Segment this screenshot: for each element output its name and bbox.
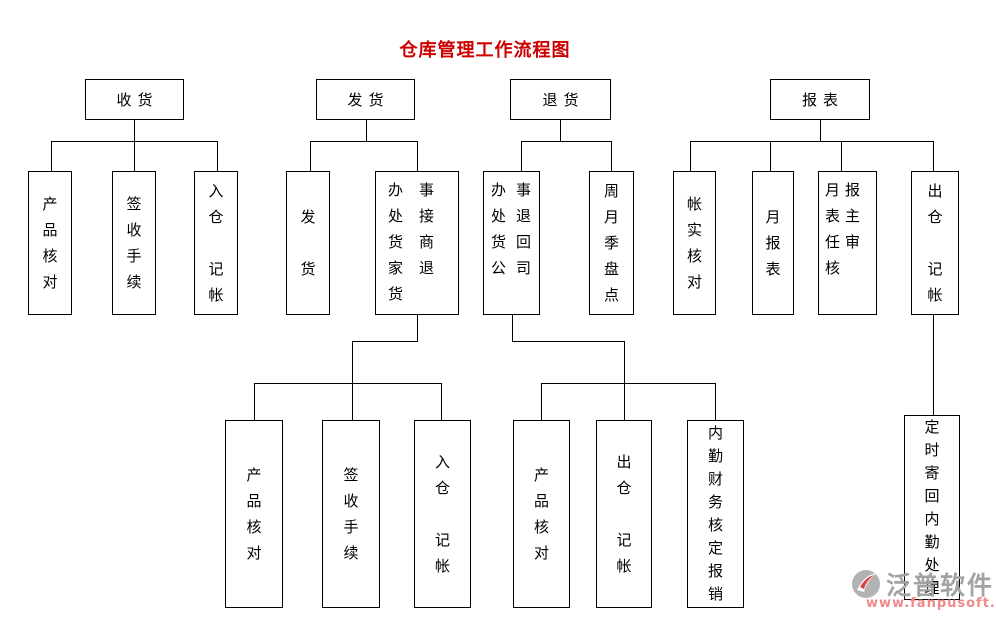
connector-line — [541, 383, 716, 384]
connector-line — [560, 120, 561, 141]
connector-line — [770, 141, 771, 171]
node-signoff-procedure: 签收手续 — [112, 171, 156, 315]
node-warehouse-out-bookkeeping-2: 出仓 记帐 — [596, 420, 652, 608]
node-scheduled-mail-back-to-back-office: 定时寄回内勤处理 — [904, 415, 960, 600]
connector-line — [254, 383, 442, 384]
node-account-reality-check: 帐实核对 — [673, 171, 716, 315]
node-receiving: 收货 — [85, 79, 184, 120]
connector-line — [512, 315, 513, 342]
node-product-check: 产品核对 — [28, 171, 72, 315]
node-office-receives-merchant-returns: 办事处接货商家退货 — [375, 171, 459, 315]
connector-line — [441, 383, 442, 420]
connector-line — [51, 141, 52, 171]
node-back-office-finance-approves-reimbursement: 内勤财务核定报销 — [687, 420, 744, 608]
watermark-url: www.fanpusoft.com — [866, 596, 996, 611]
connector-line — [521, 141, 522, 171]
connector-line — [352, 341, 418, 342]
node-warehouse-in-bookkeeping-2: 入仓 记帐 — [414, 420, 471, 608]
connector-line — [512, 341, 625, 342]
connector-line — [417, 141, 418, 171]
node-monthly-report: 月报表 — [752, 171, 794, 315]
node-office-returns-goods-to-company: 办事处退货回公司 — [483, 171, 540, 315]
connector-line — [690, 141, 691, 171]
connector-line — [417, 315, 418, 342]
connector-line — [715, 383, 716, 420]
node-signoff-procedure-2: 签收手续 — [322, 420, 380, 608]
connector-line — [134, 141, 135, 171]
node-weekly-monthly-quarterly-stocktake: 周月季盘点 — [589, 171, 634, 315]
connector-line — [624, 341, 625, 420]
connector-line — [366, 120, 367, 141]
node-product-check-2: 产品核对 — [225, 420, 283, 608]
watermark: 泛普软件 — [850, 566, 994, 602]
node-ship-goods: 发 货 — [286, 171, 330, 315]
connector-line — [310, 141, 311, 171]
connector-line — [254, 383, 255, 420]
connector-line — [521, 141, 611, 142]
node-returns: 退货 — [510, 79, 611, 120]
connector-line — [217, 141, 218, 171]
node-reports: 报表 — [770, 79, 870, 120]
connector-line — [820, 120, 821, 141]
page-title: 仓库管理工作流程图 — [399, 40, 571, 61]
connector-line — [933, 141, 934, 171]
connector-line — [690, 141, 933, 142]
watermark-brand: 泛普软件 — [886, 571, 995, 600]
fanpu-logo-icon — [852, 570, 880, 598]
node-shipping: 发货 — [316, 79, 415, 120]
connector-line — [134, 120, 135, 141]
connector-line — [841, 141, 842, 171]
connector-line — [352, 341, 353, 420]
connector-line — [541, 383, 542, 420]
connector-line — [310, 141, 417, 142]
node-warehouse-out-bookkeeping: 出仓 记帐 — [911, 171, 959, 315]
connector-line — [611, 141, 612, 171]
node-warehouse-in-bookkeeping: 入仓 记帐 — [194, 171, 238, 315]
node-product-check-3: 产品核对 — [513, 420, 570, 608]
connector-line — [933, 315, 934, 415]
node-monthly-report-director-review: 月报表主任审核 — [818, 171, 877, 315]
